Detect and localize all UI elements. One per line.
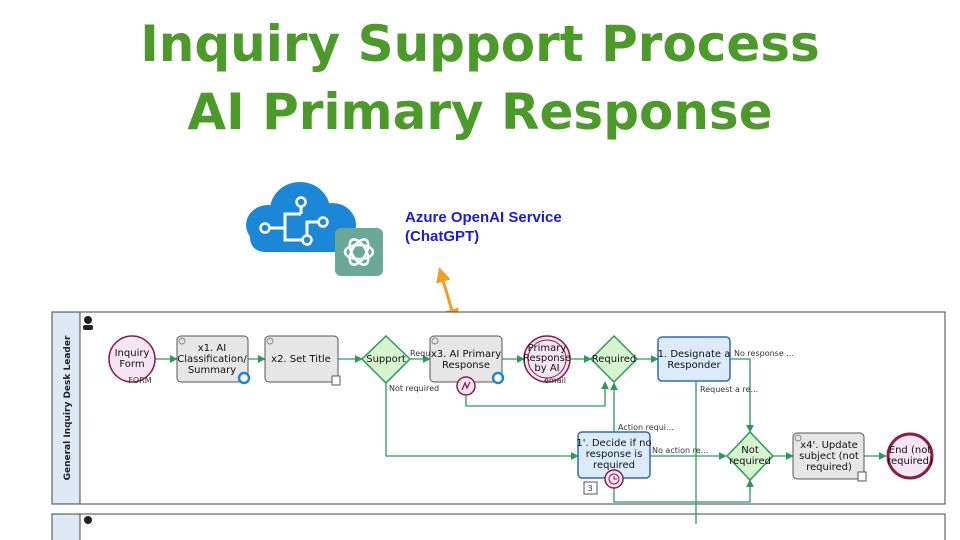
flow-label-request-a: Request a re...: [700, 385, 758, 394]
azure-cloud-icon: [246, 182, 356, 252]
flow-label-not-required: Not required: [389, 384, 439, 393]
svg-text:Classification/: Classification/: [177, 354, 247, 365]
svg-text:1. Designate a: 1. Designate a: [658, 349, 731, 360]
start-event-inquiry-form[interactable]: Inquiry Form FORM: [108, 335, 156, 385]
gateway-required[interactable]: Required: [589, 334, 639, 384]
flows: [155, 355, 887, 524]
svg-text:subject (not: subject (not: [799, 451, 859, 462]
svg-text:Primary: Primary: [528, 343, 567, 354]
svg-text:Not: Not: [741, 445, 759, 456]
page-title-line1: Inquiry Support Process: [140, 15, 820, 73]
svg-text:Form: Form: [119, 359, 144, 370]
chatgpt-icon: [335, 228, 383, 276]
task-designate-responder[interactable]: 1. Designate a Responder: [657, 336, 731, 382]
page-title-line2: AI Primary Response: [187, 83, 773, 141]
svg-text:x3. AI Primary: x3. AI Primary: [431, 349, 501, 360]
svg-text:by AI: by AI: [534, 363, 559, 374]
svg-text:response is: response is: [586, 449, 643, 460]
boundary-event-icon: [237, 371, 251, 385]
service-label: Azure OpenAI Service (ChatGPT): [405, 208, 562, 246]
svg-text:x1. AI: x1. AI: [198, 343, 226, 354]
svg-text:Summary: Summary: [188, 365, 236, 376]
svg-text:Response: Response: [442, 360, 490, 371]
svg-text:email: email: [544, 376, 566, 385]
task-update-subject[interactable]: x4'. Update subject (not required): [792, 432, 867, 482]
svg-text:Support: Support: [366, 354, 406, 365]
svg-text:Inquiry: Inquiry: [115, 348, 150, 359]
gateway-not-required[interactable]: Not required: [725, 430, 775, 482]
swimlane-next: [51, 513, 946, 540]
lane-label: General Inquiry Desk Leader: [63, 335, 73, 480]
end-event-not-required[interactable]: End (not required): [886, 432, 934, 480]
svg-text:Responder: Responder: [667, 360, 721, 371]
event-primary-response-email[interactable]: Primary Response by AI email: [523, 335, 571, 385]
svg-text:Required: Required: [592, 354, 637, 365]
service-sub: (ChatGPT): [405, 228, 480, 245]
svg-text:Response: Response: [523, 353, 571, 364]
svg-text:FORM: FORM: [128, 376, 151, 385]
task-set-title[interactable]: x2. Set Title: [264, 335, 341, 386]
svg-text:End (not: End (not: [889, 445, 932, 456]
svg-text:required: required: [729, 456, 771, 467]
flow-label-no-response: No response ...: [734, 349, 794, 358]
flow-label-no-action: No action re...: [652, 446, 708, 455]
svg-text:1'. Decide if no: 1'. Decide if no: [576, 438, 651, 449]
flow-label-action-required: Action requi...: [618, 423, 674, 432]
svg-text:required): required): [887, 456, 933, 467]
svg-text:required: required: [593, 460, 635, 471]
task-decide-no-response[interactable]: 1'. Decide if no response is required 3: [576, 431, 652, 495]
person-icon: [83, 316, 93, 330]
svg-text:required): required): [806, 462, 852, 473]
calculator-icon: [857, 471, 867, 482]
gateway-support[interactable]: Support: [360, 334, 412, 385]
document-badge-icon: [583, 481, 598, 495]
svg-text:x2. Set Title: x2. Set Title: [271, 354, 331, 365]
boundary-event-icon: [491, 371, 505, 385]
calculator-icon: [331, 375, 341, 386]
svg-text:x4'. Update: x4'. Update: [800, 440, 858, 451]
task-ai-primary-response[interactable]: x3. AI Primary Response: [429, 335, 505, 396]
service-name: Azure OpenAI Service: [405, 209, 562, 226]
task-ai-classification[interactable]: x1. AI Classification/ Summary: [176, 335, 251, 385]
svg-text:3: 3: [587, 484, 592, 493]
